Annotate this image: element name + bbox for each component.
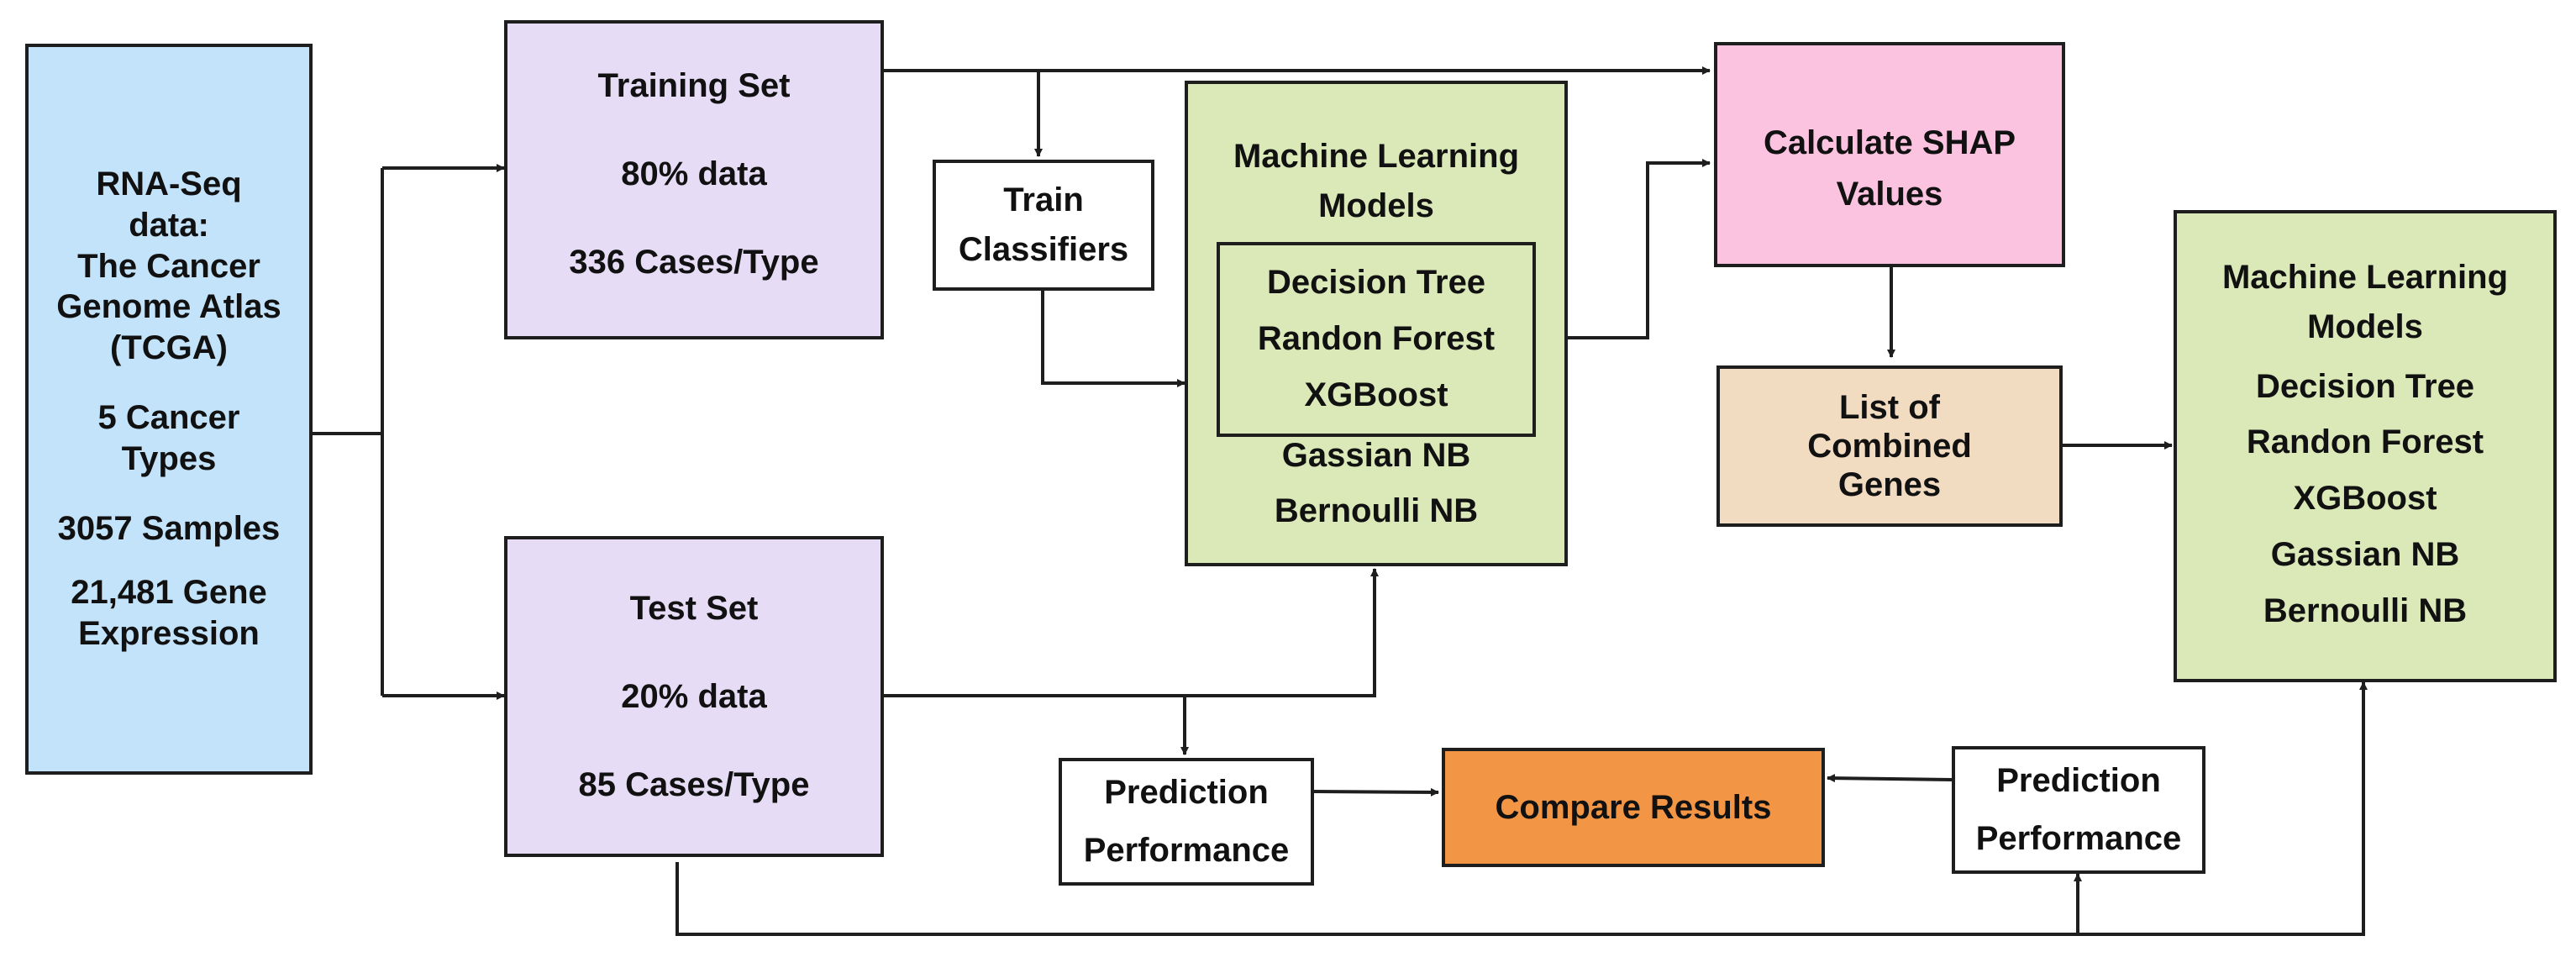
train-classifiers-line: Train	[1003, 181, 1084, 219]
right-model-item: XGBoost	[2293, 480, 2437, 518]
shap-line: Values	[1836, 175, 1943, 213]
selected-models-box: Decision Tree Randon Forest XGBoost	[1217, 241, 1536, 437]
compare-results-box: Compare Results	[1442, 748, 1825, 867]
prediction-performance-right-box: Prediction Performance	[1952, 746, 2205, 874]
other-model-item: Gassian NB	[1281, 436, 1471, 474]
ml-models-right-title: Models	[2307, 308, 2423, 345]
train-classifiers-box: Train Classifiers	[933, 160, 1154, 291]
shap-values-box: Calculate SHAP Values	[1714, 42, 2065, 267]
source-data-box: RNA-Seq data: The Cancer Genome Atlas (T…	[25, 44, 313, 775]
selected-model-item: Randon Forest	[1257, 320, 1496, 358]
other-model-item: Bernoulli NB	[1274, 492, 1479, 530]
source-line: Genome Atlas	[56, 288, 281, 326]
arrow-prediction-left-to-compare	[1312, 787, 1439, 797]
arrow-test-to-models	[884, 568, 1379, 697]
ml-models-center-box: Machine Learning Models Decision Tree Ra…	[1185, 81, 1568, 566]
arrow-train-classifiers-to-models	[1041, 291, 1185, 387]
shap-line: Calculate SHAP	[1763, 124, 2016, 161]
arrow-prediction-right-to-compare	[1827, 774, 1953, 783]
selected-model-item: Decision Tree	[1266, 264, 1486, 302]
arrow-models-to-shap	[1536, 159, 1711, 339]
training-set-percent: 80% data	[621, 155, 767, 192]
prediction-right-line: Performance	[1975, 820, 2182, 857]
right-model-item: Bernoulli NB	[2263, 592, 2468, 629]
ml-models-right-box: Machine Learning Models Decision Tree Ra…	[2174, 210, 2557, 682]
source-line: data:	[129, 206, 209, 244]
source-line: Expression	[78, 615, 260, 653]
right-model-item: Decision Tree	[2255, 367, 2475, 405]
source-line: The Cancer	[77, 247, 260, 285]
right-model-item: Gassian NB	[2270, 535, 2460, 573]
ml-models-center-title: Machine Learning	[1233, 138, 1520, 175]
selected-model-item: XGBoost	[1304, 376, 1448, 413]
training-set-cases: 336 Cases/Type	[569, 243, 819, 281]
source-line: RNA-Seq	[96, 166, 242, 203]
compare-results-label: Compare Results	[1495, 788, 1772, 826]
source-line: Types	[121, 439, 217, 477]
combined-genes-line: Combined	[1807, 428, 1972, 465]
ml-models-center-title: Models	[1318, 187, 1434, 224]
prediction-left-line: Prediction	[1104, 774, 1269, 812]
combined-genes-line: List of	[1839, 389, 1940, 426]
source-line: 21,481 Gene	[71, 574, 267, 612]
connector-bottom-route	[676, 681, 2368, 936]
test-set-box: Test Set 20% data 85 Cases/Type	[504, 536, 884, 857]
combined-genes-line: Genes	[1837, 466, 1942, 503]
training-set-box: Training Set 80% data 336 Cases/Type	[504, 20, 884, 339]
test-set-cases: 85 Cases/Type	[578, 765, 810, 803]
prediction-right-line: Prediction	[1996, 762, 2161, 800]
train-classifiers-line: Classifiers	[958, 231, 1129, 268]
prediction-left-line: Performance	[1083, 832, 1290, 869]
source-line: 3057 Samples	[57, 509, 281, 547]
test-set-title: Test Set	[629, 590, 759, 627]
source-line: 5 Cancer	[97, 399, 240, 436]
training-set-title: Training Set	[597, 67, 791, 104]
ml-models-right-title: Machine Learning	[2221, 259, 2509, 296]
combined-genes-box: List of Combined Genes	[1716, 365, 2063, 527]
test-set-percent: 20% data	[621, 677, 767, 715]
prediction-performance-left-box: Prediction Performance	[1059, 758, 1314, 886]
source-line: (TCGA)	[110, 329, 228, 367]
right-model-item: Randon Forest	[2246, 423, 2484, 461]
